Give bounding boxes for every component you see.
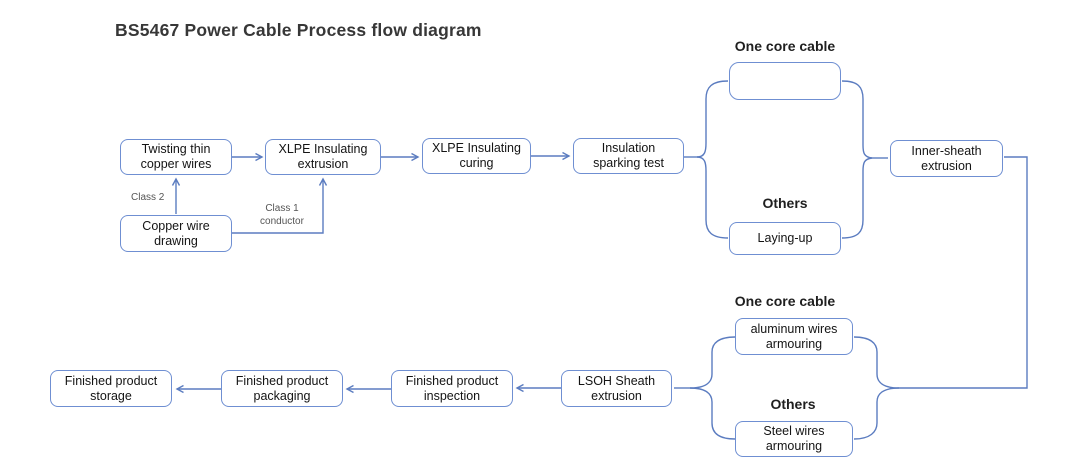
flow-node-laying-up: Laying-up bbox=[729, 222, 841, 255]
branch-heading-others-bottom: Others bbox=[770, 396, 816, 412]
flow-node-steel-wires-armouring: Steel wires armouring bbox=[735, 421, 853, 457]
flow-node-lsoh-sheath-extrusion: LSOH Sheath extrusion bbox=[561, 370, 672, 407]
flow-node-insulation-sparking-test: Insulation sparking test bbox=[573, 138, 684, 174]
flow-node-inner-sheath-extrusion: Inner-sheath extrusion bbox=[890, 140, 1003, 177]
connector-inner-sheath-down bbox=[899, 156, 1028, 389]
branch-heading-one-core-cable-top: One core cable bbox=[734, 38, 836, 54]
brace-split-top-upper bbox=[696, 80, 729, 158]
flow-node-xlpe-insulating-curing: XLPE Insulating curing bbox=[422, 138, 531, 174]
flow-node-twisting-thin-copper-wires: Twisting thin copper wires bbox=[120, 139, 232, 175]
brace-merge-top-upper bbox=[841, 80, 873, 159]
flow-node-finished-product-storage: Finished product storage bbox=[50, 370, 172, 407]
brace-split-bottom-upper bbox=[853, 336, 900, 389]
flow-node-finished-product-inspection: Finished product inspection bbox=[391, 370, 513, 407]
page-title: BS5467 Power Cable Process flow diagram bbox=[115, 20, 482, 40]
flow-node-copper-wire-drawing: Copper wire drawing bbox=[120, 215, 232, 252]
brace-split-bottom-lower bbox=[853, 387, 900, 440]
flow-node-aluminum-wires-armouring: aluminum wires armouring bbox=[735, 318, 853, 355]
branch-heading-others-top: Others bbox=[762, 195, 808, 211]
brace-merge-bottom-upper bbox=[689, 336, 736, 389]
branch-heading-one-core-cable-bottom: One core cable bbox=[734, 293, 836, 309]
brace-split-top-lower bbox=[696, 156, 729, 239]
flow-node-finished-product-packaging: Finished product packaging bbox=[221, 370, 343, 407]
brace-merge-top-lower bbox=[841, 157, 873, 239]
brace-merge-bottom-lower bbox=[689, 387, 736, 440]
flow-node-xlpe-insulating-extrusion: XLPE Insulating extrusion bbox=[265, 139, 381, 175]
flow-node-one-core-cable-symbol bbox=[729, 62, 841, 100]
edge-label-class-1-conductor: Class 1 conductor bbox=[260, 203, 304, 227]
edge-label-class-2: Class 2 bbox=[131, 192, 165, 203]
